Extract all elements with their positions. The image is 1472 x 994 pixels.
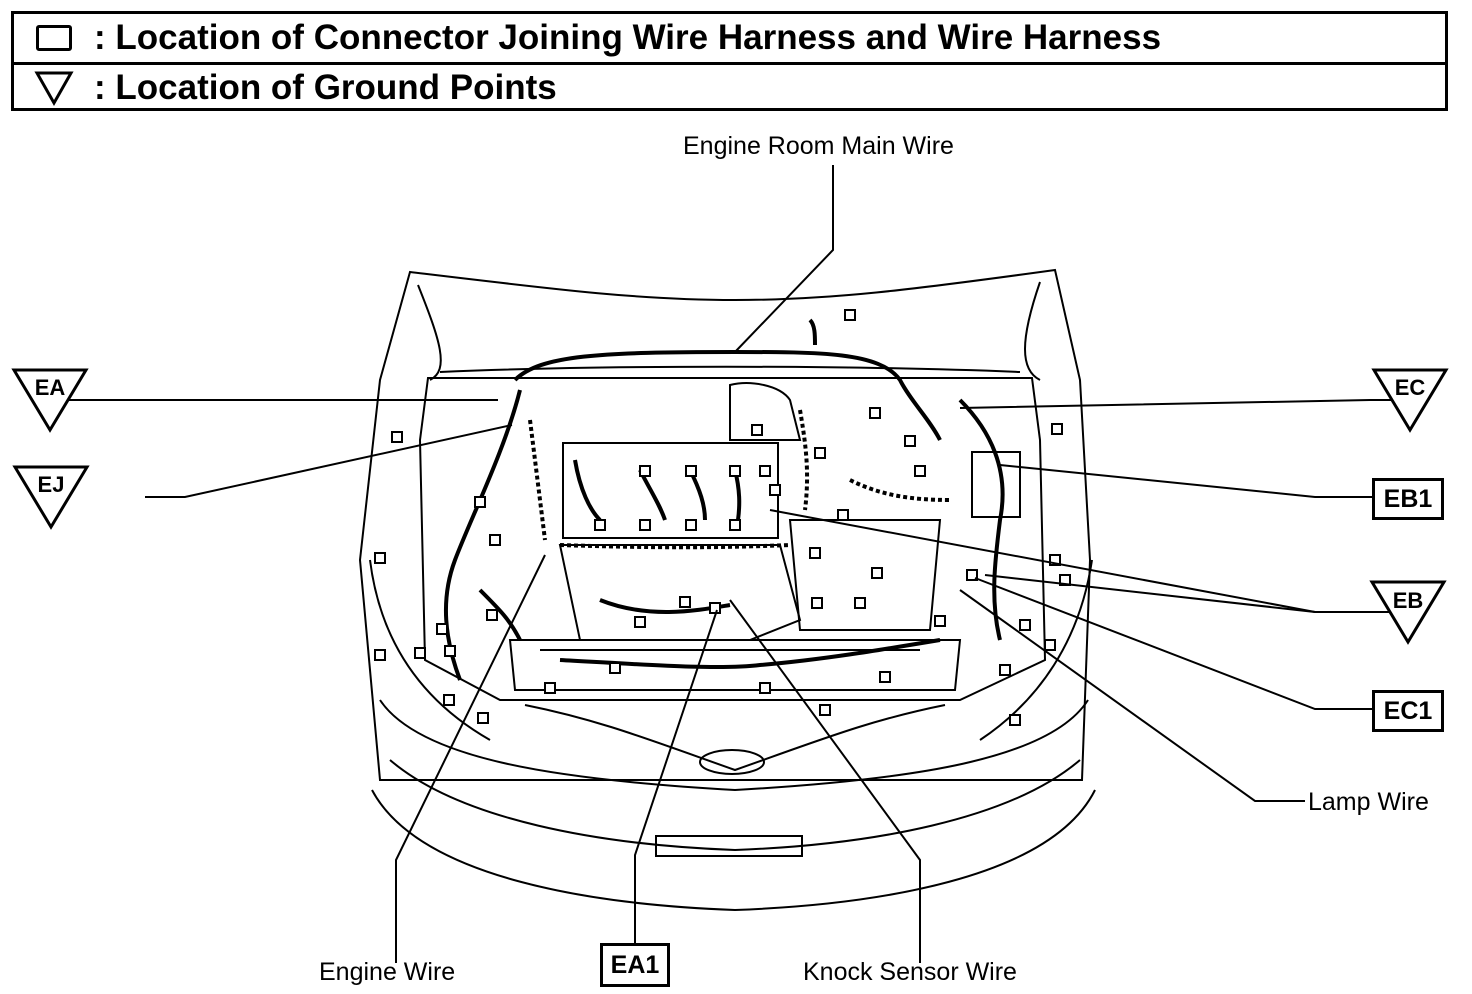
connector-code-ea1: EA1 (600, 943, 670, 987)
connector-code-ec1: EC1 (1372, 690, 1444, 732)
ground-point-eb: EB (1369, 580, 1447, 645)
legend-connector-text: : Location of Connector Joining Wire Har… (94, 18, 1162, 57)
vehicle-outline (358, 268, 1096, 912)
connector-markers (374, 309, 1071, 726)
wire-label-engine: Engine Wire (319, 958, 456, 986)
legend: : Location of Connector Joining Wire Har… (11, 11, 1448, 111)
ground-label-eb: EB (1393, 588, 1424, 613)
legend-connector-row: : Location of Connector Joining Wire Har… (14, 14, 1445, 65)
ground-label-ej: EJ (38, 472, 65, 497)
legend-ground-row: : Location of Ground Points (14, 64, 1445, 112)
ground-label-ea: EA (35, 375, 66, 400)
wire-label-knock-sensor: Knock Sensor Wire (803, 958, 1017, 986)
connector-symbol-icon (36, 25, 72, 51)
ground-point-ej: EJ (12, 465, 90, 530)
ground-label-ec: EC (1395, 375, 1426, 400)
wire-harness-paths (443, 318, 1005, 681)
leader-lines (63, 165, 1410, 963)
ground-symbol-icon (34, 71, 74, 107)
connector-code-eb1: EB1 (1372, 478, 1444, 520)
wire-label-engine-room-main: Engine Room Main Wire (683, 132, 954, 160)
ground-point-ea: EA (11, 368, 89, 433)
legend-ground-text: : Location of Ground Points (94, 68, 557, 107)
wire-label-lamp: Lamp Wire (1308, 788, 1429, 816)
ground-point-ec: EC (1371, 368, 1449, 433)
